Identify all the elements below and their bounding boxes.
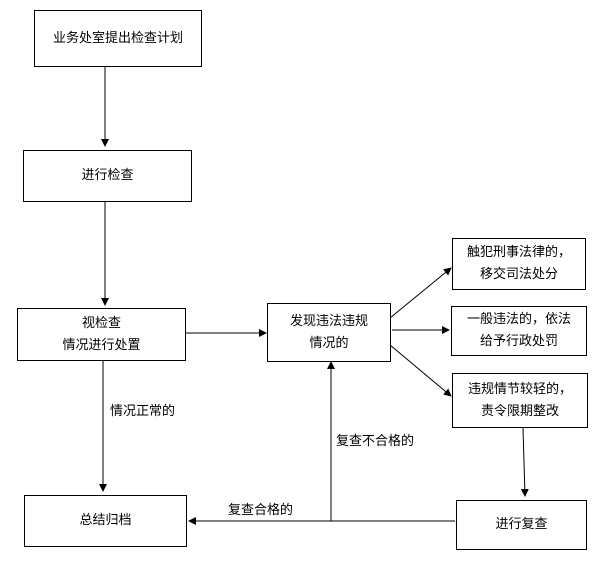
label-failed: 复查不合格的 bbox=[336, 434, 415, 449]
node-inspect-text: 进行检查 bbox=[81, 168, 134, 183]
node-dispose: 视检查 情况进行处置 bbox=[17, 308, 186, 361]
node-archive: 总结归档 bbox=[24, 495, 187, 547]
node-recheck-text: 进行复查 bbox=[495, 517, 548, 532]
node-violation: 发现违法违规 情况的 bbox=[267, 303, 391, 362]
arrow-violation-to-criminal bbox=[389, 267, 452, 319]
node-criminal-line-1: 触犯刑事法律的， bbox=[466, 245, 571, 260]
node-general-line-2: 给予行政处罚 bbox=[479, 334, 558, 349]
node-minor-line-1: 违规情节较轻的， bbox=[467, 381, 572, 397]
label-normal: 情况正常的 bbox=[110, 404, 176, 419]
arrow-violation-to-minor bbox=[389, 344, 452, 397]
node-criminal-line-2: 移交司法处分 bbox=[479, 267, 558, 282]
node-dispose-line-1: 视检查 bbox=[81, 315, 121, 331]
node-violation-line-2: 情况的 bbox=[309, 335, 349, 351]
node-minor-line-2: 责令限期整改 bbox=[480, 403, 559, 419]
node-archive-text: 总结归档 bbox=[79, 513, 132, 528]
node-minor: 违规情节较轻的， 责令限期整改 bbox=[452, 373, 588, 428]
node-general: 一般违法的，依法 给予行政处罚 bbox=[451, 306, 587, 356]
node-plan: 业务处室提出检查计划 bbox=[34, 10, 202, 67]
label-passed: 复查合格的 bbox=[228, 503, 294, 518]
node-plan-text: 业务处室提出检查计划 bbox=[52, 30, 183, 46]
node-violation-line-1: 发现违法违规 bbox=[289, 313, 368, 329]
arrow-minor-to-recheck bbox=[520, 427, 529, 497]
node-recheck: 进行复查 bbox=[456, 500, 587, 550]
node-criminal: 触犯刑事法律的， 移交司法处分 bbox=[452, 238, 586, 290]
node-inspect: 进行检查 bbox=[23, 150, 192, 202]
node-dispose-line-2: 情况进行处置 bbox=[62, 337, 141, 353]
node-general-line-1: 一般违法的，依法 bbox=[466, 312, 571, 327]
